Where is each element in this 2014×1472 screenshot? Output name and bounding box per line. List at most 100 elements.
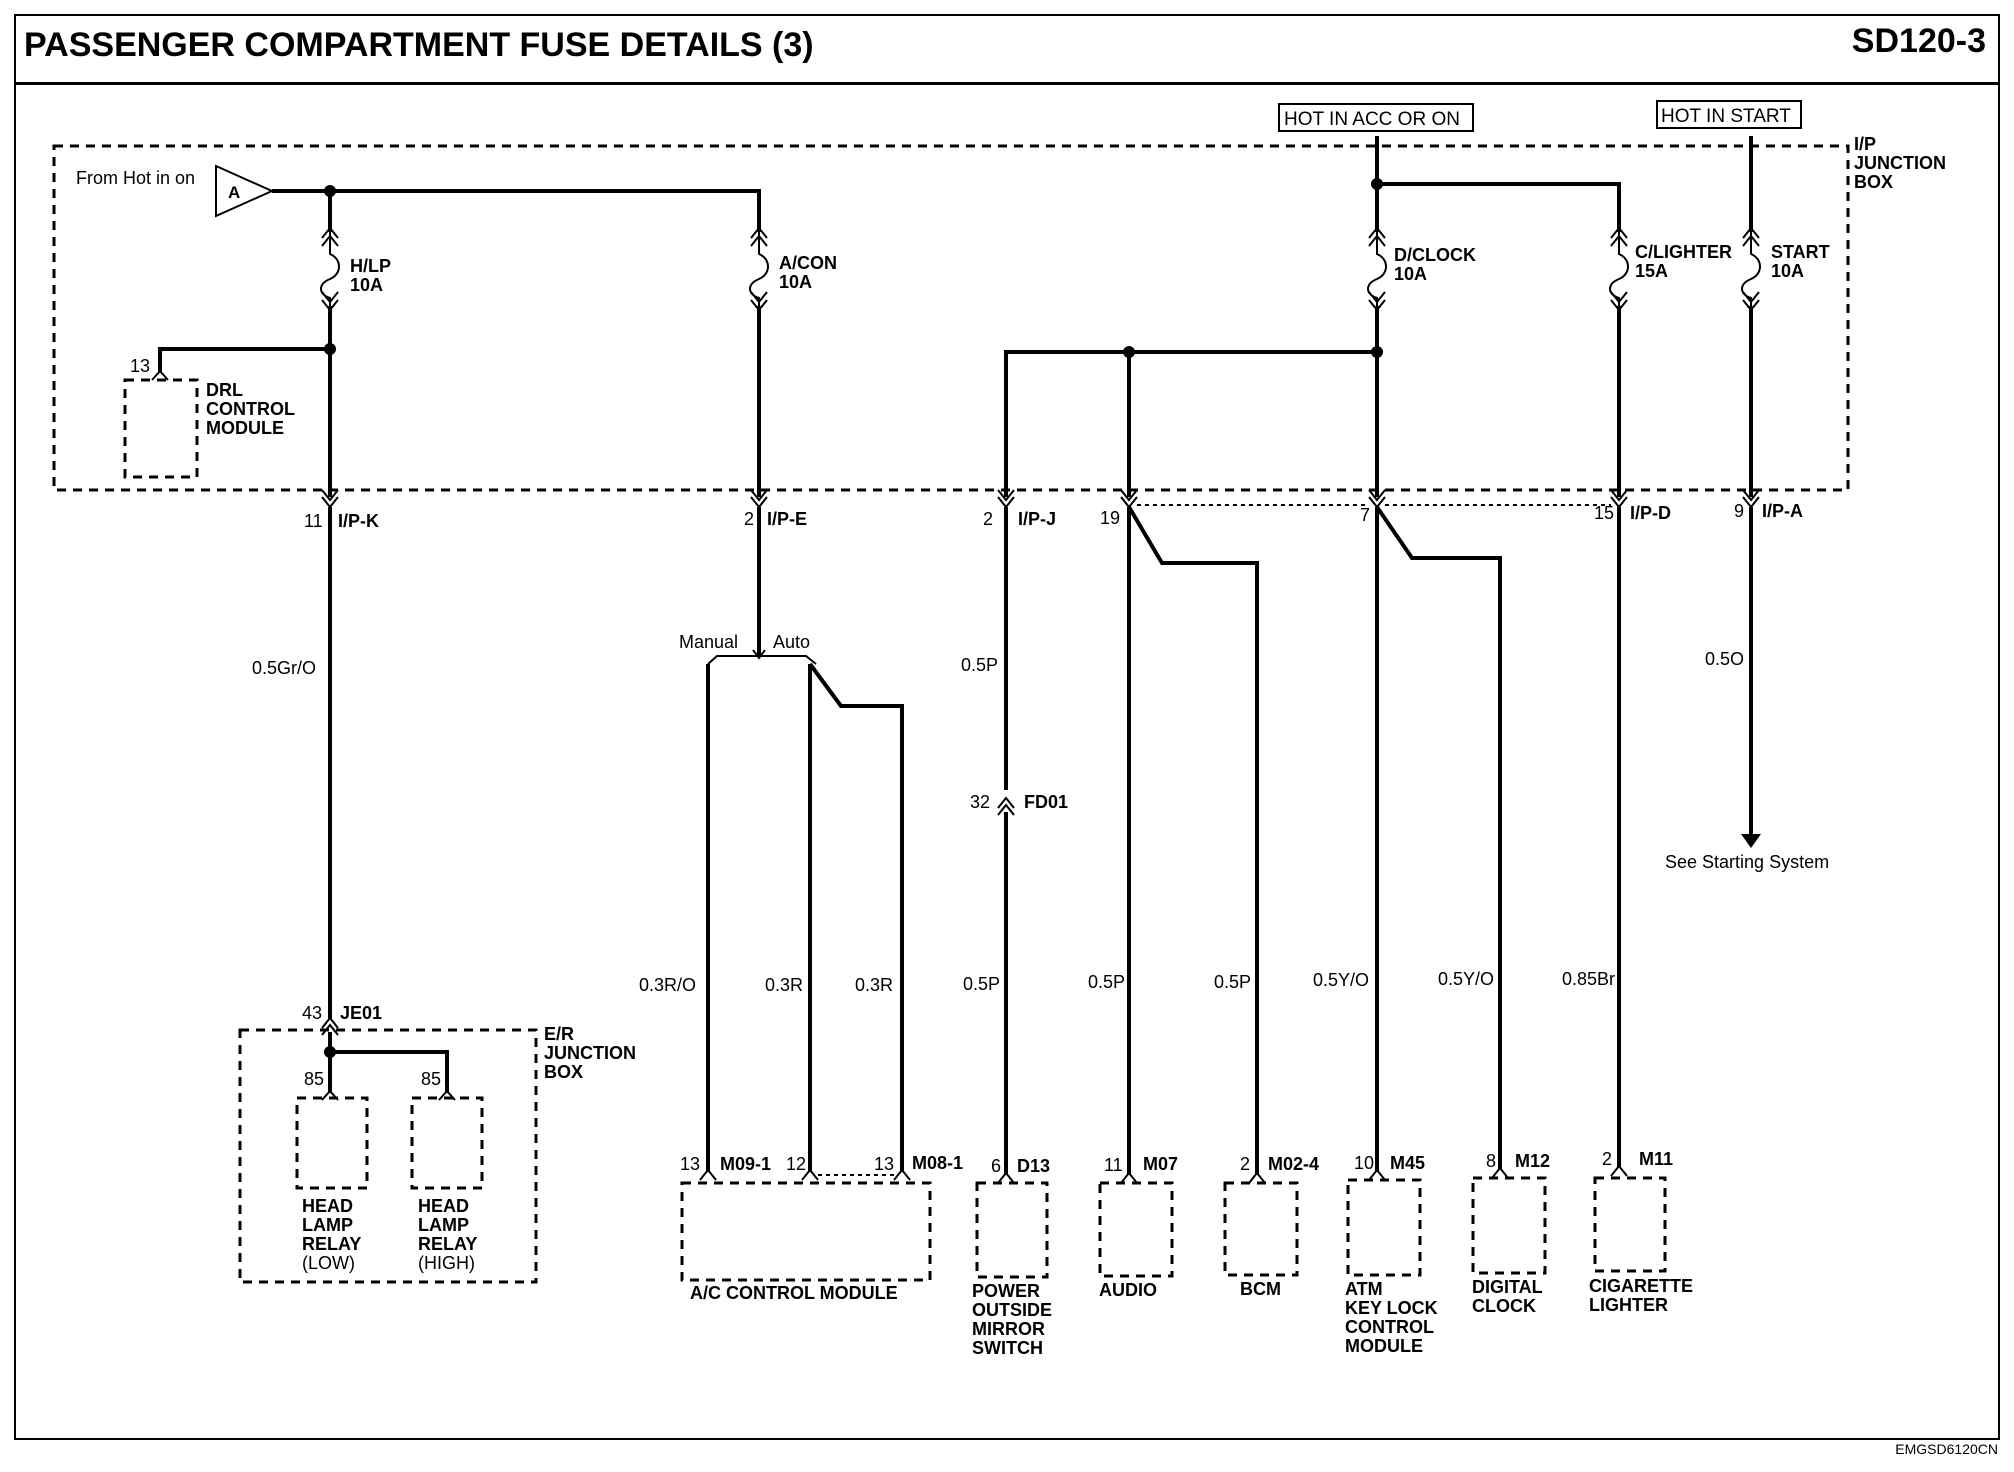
fuse-start-label: START 10A	[1771, 242, 1835, 281]
relay-low-label: HEAD LAMP RELAY (LOW)	[302, 1196, 366, 1273]
head-lamp-relay-high-box	[410, 1096, 484, 1190]
atm-module-label: ATM KEY LOCK CONTROL MODULE	[1345, 1279, 1443, 1356]
diagram-frame	[14, 14, 2000, 1440]
ip-a-pin: 9	[1734, 501, 1744, 521]
document-id: EMGSD6120CN	[1895, 1441, 1998, 1457]
page-title: PASSENGER COMPARTMENT FUSE DETAILS (3)	[24, 26, 814, 64]
relay-low-pin: 85	[304, 1069, 324, 1089]
bcm-label: BCM	[1240, 1279, 1281, 1299]
fd01-name: FD01	[1024, 792, 1068, 812]
wire-label-start: 0.5O	[1705, 649, 1744, 669]
fd01-pin: 32	[970, 792, 990, 812]
fuse-dclock-label: D/CLOCK 10A	[1394, 245, 1481, 284]
atm-module-box	[1346, 1178, 1422, 1277]
drl-feed	[158, 347, 330, 373]
clighter-feed	[1377, 182, 1621, 232]
wire-label-bcm: 0.5P	[1214, 972, 1251, 992]
audio-bcm-pin-marks	[1120, 1171, 1266, 1184]
ac-connector-m09: M09-1	[720, 1154, 771, 1174]
mirror-connector: D13	[1017, 1156, 1050, 1176]
drl-module-label: DRL CONTROL MODULE	[206, 380, 300, 438]
splice-dot	[324, 185, 336, 197]
wire-label-mirror-upper: 0.5P	[961, 655, 998, 675]
je01-marks	[321, 1016, 339, 1036]
wire-label-mirror-lower: 0.5P	[963, 974, 1000, 994]
mirror-pin-mark	[997, 1171, 1015, 1184]
relay-high-feed	[330, 1050, 449, 1093]
ip-junction-box-label: I/P JUNCTION BOX	[1854, 134, 1951, 192]
ip-e-name: I/P-E	[767, 509, 807, 529]
ip-junction-box-outline	[52, 144, 1850, 492]
atm-connector: M45	[1390, 1153, 1425, 1173]
bcm-box	[1223, 1181, 1299, 1277]
connector-letter: A	[228, 183, 240, 202]
fuse-clighter	[1609, 226, 1629, 312]
wire-m08-13	[808, 662, 904, 1172]
wire-label-atm: 0.5Y/O	[1313, 970, 1369, 990]
mirror-switch-label: POWER OUTSIDE MIRROR SWITCH	[972, 1281, 1057, 1358]
ip-7-pin: 7	[1360, 505, 1370, 525]
audio-connector: M07	[1143, 1154, 1178, 1174]
splice-dot	[324, 343, 336, 355]
audio-label: AUDIO	[1099, 1280, 1157, 1300]
ip-d-name: I/P-D	[1630, 503, 1671, 523]
drl-module-box	[123, 378, 199, 479]
cigarette-lighter-label: CIGARETTE LIGHTER	[1589, 1276, 1698, 1315]
ac-control-module-label: A/C CONTROL MODULE	[690, 1283, 898, 1303]
hot-acc-on-box	[1278, 103, 1474, 132]
fd01-marks	[997, 796, 1015, 816]
relay-pin-marks	[321, 1089, 456, 1101]
splice-dot	[1123, 346, 1135, 358]
wire-label-lighter: 0.85Br	[1562, 969, 1615, 989]
ac-pin-marks	[699, 1168, 911, 1181]
splice-dot	[324, 1046, 336, 1058]
ac-pin-12: 12	[786, 1154, 806, 1174]
relay-high-label: HEAD LAMP RELAY (HIGH)	[418, 1196, 482, 1273]
relay-high-pin: 85	[421, 1069, 441, 1089]
drl-pin-mark	[151, 369, 169, 381]
ip-a-name: I/P-A	[1762, 501, 1803, 521]
header-rule	[14, 82, 2000, 85]
lighter-connector: M11	[1639, 1149, 1673, 1169]
fuse-start	[1741, 226, 1761, 312]
ac-pin-13b: 13	[874, 1154, 894, 1174]
clock-pin: 8	[1486, 1151, 1496, 1171]
ac-pin-13a: 13	[680, 1154, 700, 1174]
fuse-acon	[749, 226, 769, 312]
hot-start-label: HOT IN START	[1661, 106, 1791, 127]
wire-label-clock: 0.5Y/O	[1438, 969, 1494, 989]
cigarette-lighter-box	[1593, 1176, 1667, 1273]
ip-k-pin: 11	[304, 511, 323, 531]
digital-clock-box	[1471, 1176, 1547, 1275]
option-manual: Manual	[679, 632, 738, 652]
lighter-pin-mark	[1610, 1164, 1628, 1177]
hot-start-box	[1656, 100, 1802, 129]
fuse-acon-label: A/CON 10A	[779, 253, 842, 292]
splice-dot	[1371, 346, 1383, 358]
ac-control-module-box	[680, 1181, 932, 1282]
from-hot-label: From Hot in on	[76, 168, 195, 188]
audio-box	[1098, 1181, 1174, 1278]
dclock-branch-bus	[1004, 350, 1377, 497]
wire-clock	[1375, 505, 1502, 1170]
drl-pin: 13	[130, 356, 150, 376]
ip-d-pin: 15	[1594, 503, 1614, 523]
fuse-dclock	[1367, 226, 1387, 312]
mirror-switch-box	[975, 1181, 1049, 1279]
feed-wire-a	[272, 189, 761, 232]
je01-pin: 43	[302, 1003, 322, 1023]
wire-label-m09-13: 0.3R/O	[639, 975, 696, 995]
arrow-down-icon	[1741, 834, 1761, 848]
from-hot-connector	[215, 164, 275, 218]
see-starting-system: See Starting System	[1665, 852, 1829, 872]
er-junction-box-outline	[238, 1028, 538, 1284]
mirror-pin: 6	[991, 1156, 1001, 1176]
ip-19-pin: 19	[1100, 508, 1120, 528]
wire-bcm	[1127, 505, 1259, 1175]
ac-connector-m08: M08-1	[912, 1153, 963, 1173]
fuse-hlp	[320, 226, 340, 312]
bcm-pin: 2	[1240, 1154, 1250, 1174]
je01-name: JE01	[340, 1003, 382, 1023]
clock-connector: M12	[1515, 1151, 1550, 1171]
hot-acc-on-label: HOT IN ACC OR ON	[1284, 109, 1460, 130]
